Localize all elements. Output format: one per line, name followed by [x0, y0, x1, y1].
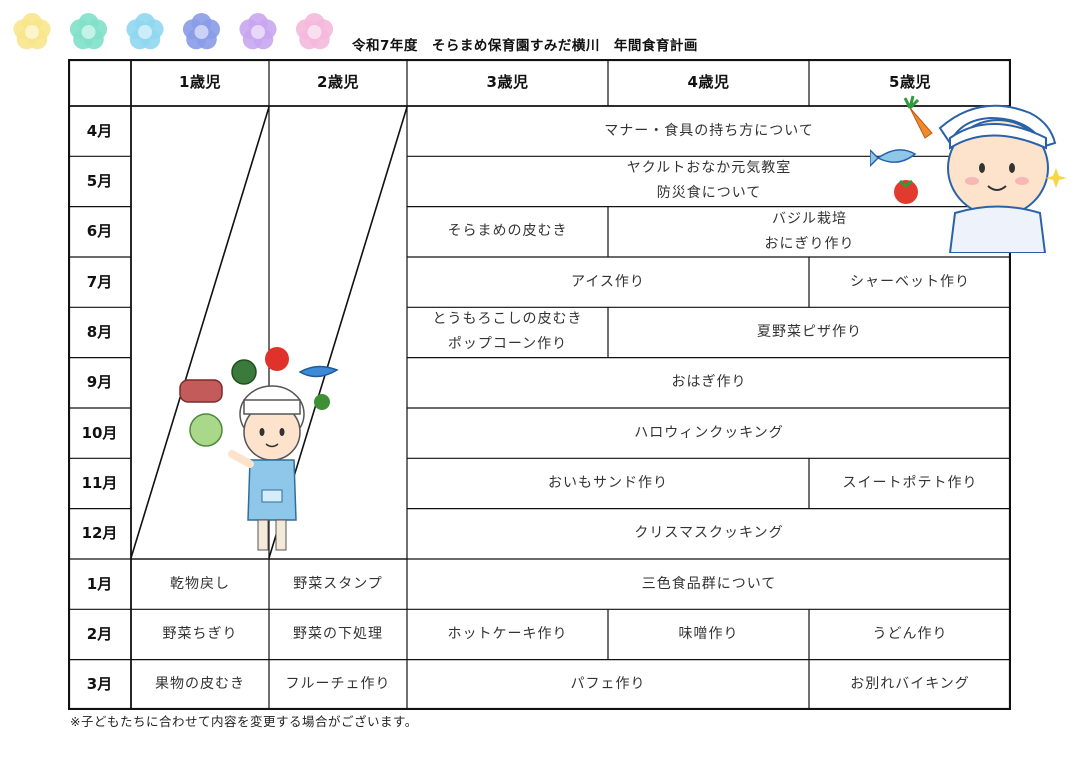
activity-cell: 三色食品群について — [407, 559, 1011, 609]
flower-icon — [295, 13, 334, 50]
activity-cell: パフェ作り — [407, 660, 809, 710]
food-education-plan-table: 1歳児 2歳児 3歳児 4歳児 5歳児 4月 5月 6月 7月 8月 9月 10月 11月 12月 1月 2月… — [68, 59, 1011, 710]
footnote: ※子どもたちに合わせて内容を変更する場合がございます。 — [70, 714, 418, 729]
activity-cell: スイートポテト作り — [809, 458, 1011, 508]
activity-cell: 野菜の下処理 — [269, 609, 407, 659]
activity-cell: 味噌作り — [608, 609, 809, 659]
column-header: 4歳児 — [687, 73, 730, 91]
flower-icon — [239, 13, 277, 50]
cell-text: マナー・食具の持ち方について — [604, 122, 814, 139]
column-header: 2歳児 — [317, 73, 359, 91]
cell-text: スイートポテト作り — [842, 474, 978, 491]
cell-text: 防災食について — [656, 185, 762, 202]
table-border — [68, 59, 1011, 710]
chef-girl-illustration — [870, 95, 1067, 253]
activity-cell: 野菜ちぎり — [131, 609, 269, 659]
column-header — [68, 59, 131, 106]
table-grid — [68, 59, 1011, 710]
flower-icon — [126, 13, 164, 50]
activity-cell: ヤクルトおなか元気教室防災食について — [407, 156, 1011, 206]
month-label: 7月 — [86, 272, 113, 291]
month-label: 8月 — [86, 322, 113, 341]
meat-icon — [179, 379, 223, 403]
cell-text: バジル栽培 — [772, 210, 847, 227]
cell-text: とうもろこしの皮むき — [432, 311, 583, 328]
cell-text: おにぎり作り — [764, 235, 855, 252]
cell-text: 味噌作り — [678, 625, 739, 642]
activity-cell: うどん作り — [809, 609, 1011, 659]
month-label: 6月 — [86, 222, 113, 241]
cell-text: お別れバイキング — [850, 676, 970, 693]
activity-cell: 野菜スタンプ — [269, 559, 407, 609]
month-label: 4月 — [86, 121, 113, 140]
cell-text: ホットケーキ作り — [447, 625, 568, 642]
month-label: 1月 — [86, 574, 113, 593]
activity-cell: ハロウィンクッキング — [407, 408, 1011, 458]
activity-cell: 乾物戻し — [131, 559, 269, 609]
activity-cell: おはぎ作り — [407, 358, 1011, 408]
month-label: 11月 — [81, 473, 118, 492]
activity-cell: お別れバイキング — [809, 660, 1011, 710]
column-header: 3歳児 — [486, 73, 529, 91]
month-label: 5月 — [86, 171, 113, 190]
cell-text: おはぎ作り — [671, 374, 747, 391]
diagonal-line — [130, 106, 270, 559]
flower-decoration — [13, 13, 334, 50]
cell-text: シャーベット作り — [850, 273, 970, 290]
activity-cell: マナー・食具の持ち方について — [407, 106, 1011, 156]
cell-text: ポップコーン作り — [447, 336, 568, 353]
cell-text: パフェ作り — [570, 676, 646, 693]
activity-cell: とうもろこしの皮むきポップコーン作り — [407, 307, 608, 357]
month-label: 3月 — [86, 675, 113, 694]
page-title: 令和7年度 そらまめ保育園すみだ横川 年間食育計画 — [352, 38, 698, 54]
column-header: 1歳児 — [179, 73, 221, 91]
cell-text: うどん作り — [872, 625, 948, 642]
cell-text: ヤクルトおなか元気教室 — [626, 160, 792, 177]
cell-text: アイス作り — [571, 273, 645, 290]
month-label: 2月 — [86, 624, 113, 643]
flower-icon — [13, 13, 51, 50]
cell-text: 果物の皮むき — [155, 676, 245, 693]
activity-cell: クリスマスクッキング — [407, 509, 1011, 559]
activity-cell: 果物の皮むき — [131, 660, 269, 710]
cell-text: 野菜の下処理 — [293, 625, 383, 642]
cell-text: クリスマスクッキング — [634, 525, 784, 542]
activity-cell: ホットケーキ作り — [407, 609, 608, 659]
cell-text: フルーチェ作り — [285, 676, 391, 693]
cell-text: 三色食品群について — [641, 575, 777, 592]
activity-cell: フルーチェ作り — [269, 660, 407, 710]
month-label: 9月 — [86, 373, 113, 392]
activity-cell: そらまめの皮むき — [407, 207, 608, 257]
cook-child-illustration — [179, 347, 339, 551]
cell-text: 野菜スタンプ — [293, 575, 383, 592]
column-header: 5歳児 — [889, 73, 931, 91]
cell-text: ハロウィンクッキング — [634, 424, 784, 441]
flower-icon — [182, 13, 221, 50]
activity-cell: アイス作り — [407, 257, 809, 307]
month-label: 10月 — [81, 423, 118, 442]
cell-text: 乾物戻し — [170, 575, 230, 592]
activity-cell: バジル栽培おにぎり作り — [608, 207, 1011, 257]
cell-text: おいもサンド作り — [548, 474, 668, 491]
activity-cell: 夏野菜ピザ作り — [608, 307, 1011, 357]
activity-cell: おいもサンド作り — [407, 458, 809, 508]
cell-text: 野菜ちぎり — [162, 625, 238, 642]
cell-text: 夏野菜ピザ作り — [757, 323, 862, 340]
activity-cell: シャーベット作り — [809, 257, 1011, 307]
month-label: 12月 — [81, 524, 118, 543]
flower-icon — [69, 13, 108, 50]
cell-text: そらまめの皮むき — [447, 223, 568, 240]
